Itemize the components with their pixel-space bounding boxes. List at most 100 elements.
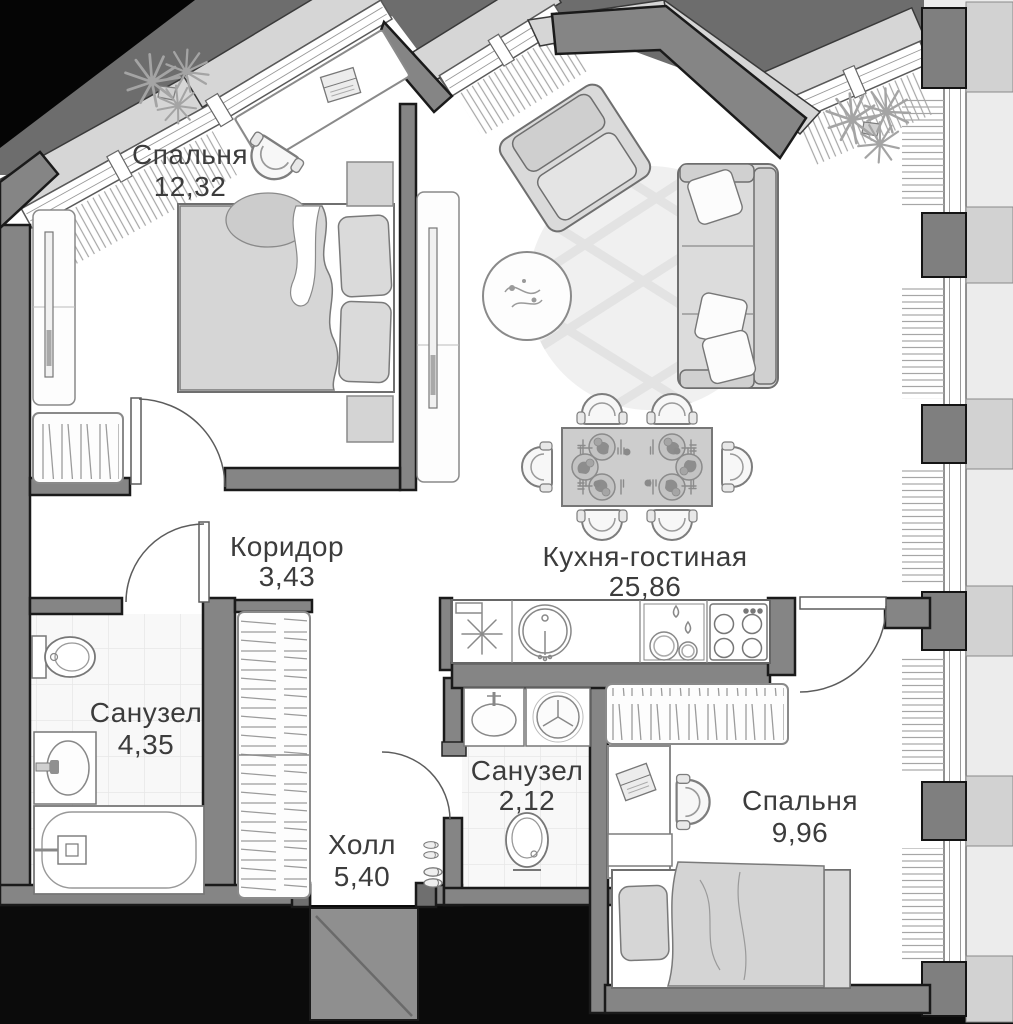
- exterior-corner-black: [0, 0, 195, 148]
- window-band: [943, 9, 967, 1011]
- shoes-icon: [423, 841, 439, 849]
- wall-bedroom2-bottom: [603, 983, 932, 1015]
- pier: [921, 7, 967, 89]
- plant-icon: [124, 39, 220, 133]
- radiator-hatch: [902, 468, 944, 586]
- closet-icon: [237, 611, 311, 899]
- sink-icon: [518, 604, 572, 662]
- wall-bathroom1-top: [28, 596, 124, 616]
- bathroom-2-fixtures: [463, 687, 591, 871]
- wardrobe-icon: [32, 412, 124, 484]
- pier: [921, 404, 967, 464]
- fridge-icon: [455, 602, 503, 655]
- shoes-icon: [423, 867, 443, 877]
- right-radiators: [902, 95, 944, 960]
- sofa-icon: [677, 163, 779, 389]
- room-label-bedroom-2: Спальня: [742, 785, 858, 816]
- room-area-bedroom-2: 9,96: [772, 817, 829, 848]
- radiator-hatch: [902, 656, 944, 774]
- bed-icon: [611, 861, 851, 989]
- bathroom-sink-icon: [33, 731, 97, 805]
- radiator-hatch: [902, 848, 944, 960]
- bathtub-icon: [33, 805, 205, 895]
- kitchen-counter: [451, 599, 771, 664]
- pillow: [687, 169, 743, 225]
- pillow: [337, 214, 393, 298]
- room-area-bathroom-2: 2,12: [499, 785, 556, 816]
- wall-left-angled: [0, 150, 60, 230]
- laptop-icon: [319, 66, 362, 104]
- bedroom-2-furniture: [605, 683, 851, 989]
- nightstand-icon: [607, 833, 673, 867]
- window-mullion: [487, 33, 516, 67]
- wall-bedroom2-top-right: [883, 596, 932, 630]
- desk-icon: [234, 29, 410, 165]
- room-label-bathroom-2: Санузел: [471, 755, 584, 786]
- dining-set: [521, 393, 753, 541]
- room-label-hall: Холл: [328, 829, 396, 860]
- plant-icon: [825, 77, 921, 171]
- room-label-kitchen-living: Кухня-гостиная: [542, 541, 747, 572]
- shoes-icon: [423, 851, 439, 859]
- coffee-table-icon: [482, 251, 572, 341]
- doors: [125, 397, 887, 821]
- ottoman-icon: [346, 161, 394, 207]
- wall-kitchen-mid: [766, 596, 797, 677]
- wall-kitchen-left: [438, 596, 454, 672]
- tv-console-icon: [416, 191, 460, 483]
- tv-console-icon: [32, 209, 76, 406]
- wall-bedroom1-right: [398, 102, 418, 492]
- room-area-bathroom-1: 4,35: [118, 729, 175, 760]
- wall-bathroom1-right: [201, 596, 237, 902]
- wall-bedroom1-bottom-right: [223, 466, 402, 492]
- tv-icon: [428, 227, 438, 409]
- room-area-kitchen-living: 25,86: [609, 571, 682, 602]
- door-bathroom-2: [381, 741, 467, 821]
- dish-rack-icon: [643, 603, 705, 661]
- room-area-corridor: 3,43: [259, 561, 316, 592]
- bed-icon: [177, 192, 395, 393]
- right-facade-windows: [943, 9, 967, 1011]
- pier: [921, 212, 967, 278]
- armchair-icon: [498, 83, 652, 233]
- pillow: [618, 884, 670, 962]
- bedroom-1-furniture: [32, 29, 410, 484]
- toilet-icon: [505, 812, 549, 871]
- wall-closet-top: [233, 598, 314, 614]
- exterior-bottom-band: [0, 905, 606, 1024]
- headboard: [823, 869, 851, 989]
- door-bathroom-1: [125, 521, 210, 603]
- washing-machine-icon: [525, 687, 591, 747]
- room-area-hall: 5,40: [334, 861, 391, 892]
- entrance-door: [309, 907, 419, 1021]
- pillow: [338, 300, 392, 384]
- bathroom-sink-icon: [463, 687, 525, 747]
- bathroom-1-fixtures: [31, 635, 205, 895]
- door-bedroom-1: [130, 397, 226, 488]
- room-label-bedroom-1: Спальня: [132, 139, 248, 170]
- room-area-bedroom-1: 12,32: [154, 171, 227, 202]
- room-label-bathroom-1: Санузел: [90, 697, 203, 728]
- wall-chevron: [550, 4, 808, 160]
- stove-icon: [709, 603, 768, 661]
- laptop-icon: [615, 762, 657, 802]
- wardrobe-icon: [605, 683, 789, 745]
- room-label-corridor: Коридор: [230, 531, 344, 562]
- radiator-hatch: [456, 29, 588, 137]
- living-room-furniture: [416, 77, 921, 664]
- door-bedroom-2: [799, 596, 887, 693]
- sheet-fold: [290, 205, 321, 307]
- radiator-hatch: [50, 131, 237, 265]
- exterior-bottom-edge: [605, 1013, 1013, 1024]
- pillow: [701, 329, 757, 385]
- pier: [921, 781, 967, 841]
- window-mullion: [204, 92, 234, 128]
- toilet-icon: [31, 635, 96, 679]
- shoes-icon: [423, 878, 443, 888]
- room-labels: Спальня 12,32 Коридор 3,43 Кухня-гостина…: [90, 139, 858, 892]
- radiator-hatch: [902, 285, 944, 399]
- wall-left-party: [0, 223, 32, 907]
- tv-icon: [44, 231, 54, 378]
